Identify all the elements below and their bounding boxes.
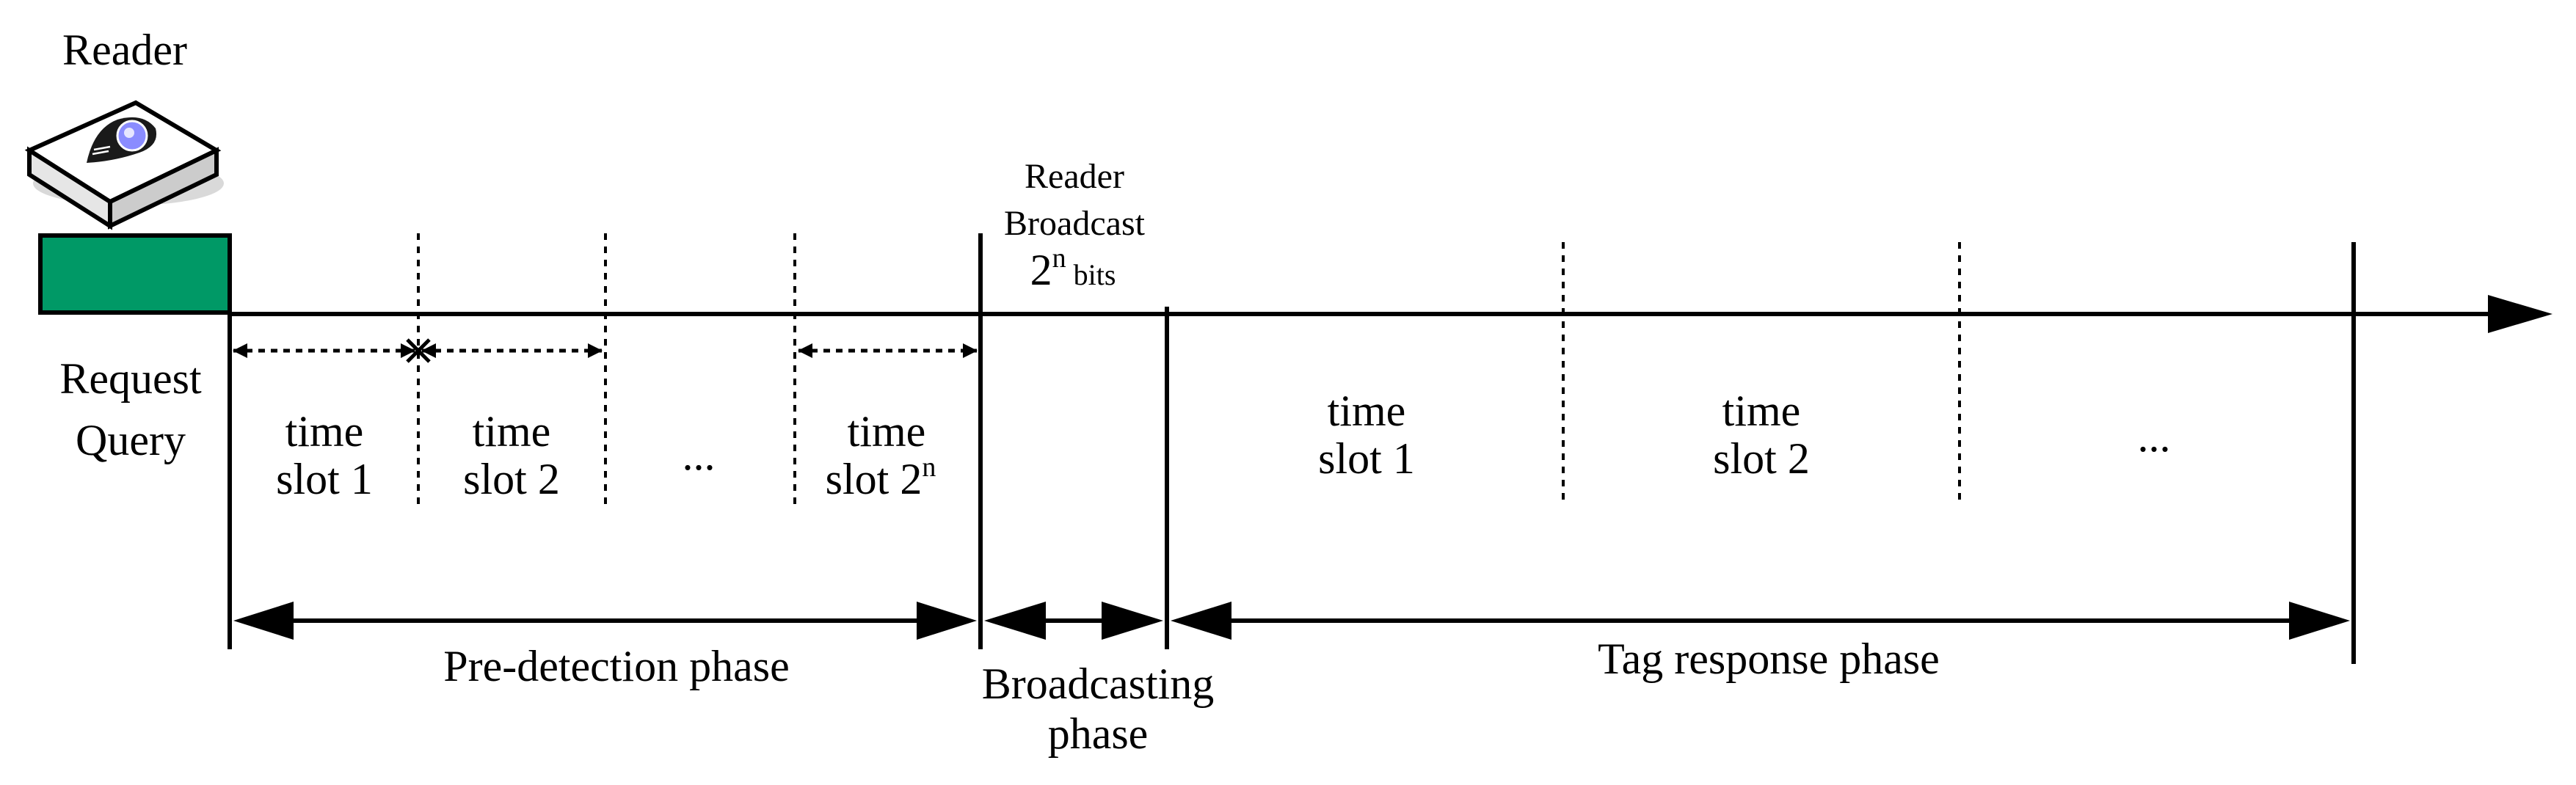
response-ellipsis: ...: [2138, 412, 2171, 461]
predetect-slot2-line1: time: [473, 407, 551, 456]
broadcasting-phase-label-line2: phase: [1048, 709, 1149, 758]
tag-response-span-arrow: [1171, 602, 2350, 640]
predetect-ellipsis: ...: [683, 431, 716, 479]
query-label: Query: [76, 416, 186, 464]
tag-response-phase-label: Tag response phase: [1598, 635, 1940, 683]
request-label: Request: [59, 354, 202, 403]
predetect-slot2-line2: slot 2: [463, 455, 560, 503]
predetect-slot1-line2: slot 1: [276, 455, 373, 503]
response-slot2-line1: time: [1722, 387, 1801, 435]
time-axis-arrowhead: [2488, 295, 2553, 333]
response-slot1-line1: time: [1328, 387, 1406, 435]
broadcasting-span-arrow: [984, 602, 1163, 640]
predetect-slotN-line2: slot 2n: [826, 452, 936, 503]
predetection-phase-label: Pre-detection phase: [443, 642, 789, 690]
broadcast-note-line2: Broadcast: [1004, 204, 1146, 243]
predetect-slotN-line1: time: [848, 407, 926, 456]
predetection-span-arrow: [233, 602, 977, 640]
reader-title: Reader: [62, 26, 187, 74]
response-slot2-line2: slot 2: [1713, 434, 1810, 483]
request-query-block: [38, 233, 232, 315]
broadcast-note-line1: Reader: [1025, 157, 1124, 196]
response-slot1-line2: slot 1: [1318, 434, 1415, 483]
rfid-reader-icon: [24, 100, 224, 230]
broadcasting-phase-label-line1: Broadcasting: [982, 660, 1215, 708]
predetect-slot1-line1: time: [285, 407, 364, 456]
slot-boundary-cross: [406, 338, 431, 363]
